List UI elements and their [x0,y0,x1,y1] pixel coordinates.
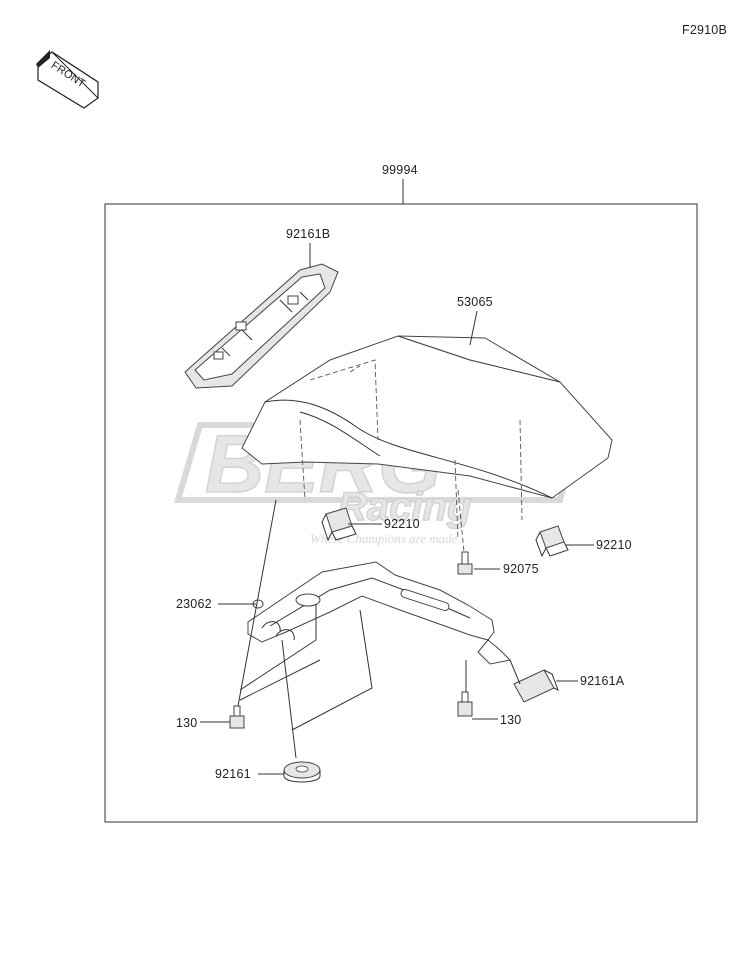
part-screw [457,551,473,575]
label-bolt-right: 130 [500,713,521,727]
label-seat-cover-pad: 92161B [286,227,330,241]
assembly-frame [104,203,698,823]
part-nut-right [535,525,569,558]
part-seat-cover-pad [184,263,339,389]
label-seat-cover: 53065 [457,295,493,309]
part-bolt-right [457,691,473,717]
front-arrow-icon: FRONT [36,50,99,109]
part-bolt-left [229,705,245,729]
label-nut-left: 92210 [384,517,420,531]
part-bracket [247,561,512,665]
assembly-label: 99994 [382,163,418,177]
label-nut-right: 92210 [596,538,632,552]
assembly-lines [237,499,521,759]
part-nut-left [321,507,357,542]
label-damper-small: 92161A [580,674,625,688]
watermark-sub: Racing [338,485,471,529]
leader-seat-cover [469,310,478,346]
figure-code: F2910B [682,23,727,37]
label-bolt-left: 130 [176,716,197,730]
label-damper-round: 92161 [215,767,251,781]
part-seat-cover [241,335,613,541]
label-screw: 92075 [503,562,539,576]
part-damper-small [513,669,559,703]
label-bracket: 23062 [176,597,212,611]
part-damper-round [283,761,321,783]
watermark-tagline: Where Champions are made [310,531,458,546]
